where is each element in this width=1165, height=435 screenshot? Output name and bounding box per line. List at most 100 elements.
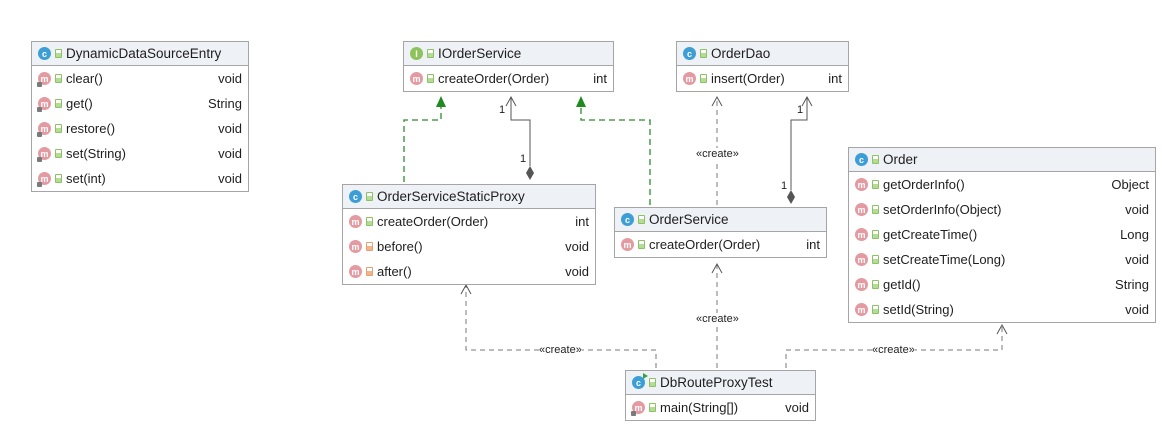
method-signature: main(String[]) [660, 400, 739, 415]
method-row[interactable]: m createOrder(Order) int [404, 66, 613, 91]
method-return-type: String [1115, 277, 1149, 292]
method-return-type: void [565, 264, 589, 279]
public-visibility-icon [872, 230, 879, 239]
composition-line-proxy [505, 95, 531, 166]
method-icon: m [855, 228, 868, 241]
public-visibility-icon [872, 280, 879, 289]
method-signature: getCreateTime() [883, 227, 978, 242]
method-row[interactable]: m main(String[]) void [626, 395, 815, 420]
method-signature: get() [66, 96, 93, 111]
method-row[interactable]: m getId() String [849, 272, 1155, 297]
class-box-order-dao[interactable]: c OrderDao m insert(Order) int [676, 41, 849, 92]
method-row[interactable]: m getOrderInfo() Object [849, 172, 1155, 197]
public-visibility-icon [55, 149, 62, 158]
method-row[interactable]: m getCreateTime() Long [849, 222, 1155, 247]
class-box-order-service[interactable]: c OrderService m createOrder(Order) int [614, 207, 827, 258]
multiplicity-label: 1 [520, 153, 527, 165]
multiplicity-label: 1 [797, 104, 804, 116]
method-row[interactable]: m restore() void [32, 116, 248, 141]
private-visibility-icon [366, 242, 373, 251]
class-header[interactable]: c DynamicDataSourceEntry [32, 42, 248, 66]
public-visibility-icon [638, 240, 645, 249]
method-icon: m [37, 172, 51, 187]
method-icon: m [683, 72, 696, 85]
class-box-order[interactable]: c Order m getOrderInfo() Object m setOrd… [848, 147, 1156, 323]
realization-line-proxy-to-interface [403, 106, 442, 182]
method-row[interactable]: m setId(String) void [849, 297, 1155, 322]
method-signature: getOrderInfo() [883, 177, 965, 192]
method-icon: m [855, 303, 868, 316]
method-return-type: String [208, 96, 242, 111]
method-signature: set(String) [66, 146, 126, 161]
method-row[interactable]: m insert(Order) int [677, 66, 848, 91]
method-row[interactable]: m set(String) void [32, 141, 248, 166]
method-signature: getId() [883, 277, 921, 292]
public-visibility-icon [872, 155, 879, 164]
method-row[interactable]: m get() String [32, 91, 248, 116]
public-visibility-icon [872, 205, 879, 214]
public-visibility-icon [366, 217, 373, 226]
method-signature: before() [377, 239, 423, 254]
method-row[interactable]: m createOrder(Order) int [343, 209, 595, 234]
method-return-type: int [575, 214, 589, 229]
method-return-type: void [1125, 302, 1149, 317]
method-return-type: void [218, 171, 242, 186]
class-name: OrderServiceStaticProxy [377, 189, 525, 204]
class-name: IOrderService [438, 46, 522, 61]
class-header[interactable]: I IOrderService [404, 42, 613, 66]
class-header[interactable]: c OrderService [615, 208, 826, 232]
multiplicity-label: 1 [781, 180, 788, 192]
class-name: Order [883, 152, 918, 167]
class-box-dynamic-data-source-entry[interactable]: c DynamicDataSourceEntry m clear() void … [31, 41, 249, 192]
method-return-type: void [1125, 202, 1149, 217]
method-signature: setCreateTime(Long) [883, 252, 1006, 267]
method-icon: m [37, 97, 51, 112]
method-signature: set(int) [66, 171, 106, 186]
public-visibility-icon [638, 215, 645, 224]
class-name: OrderDao [711, 46, 771, 61]
interface-box-iorder-service[interactable]: I IOrderService m createOrder(Order) int [403, 41, 614, 92]
method-icon: m [621, 238, 634, 251]
method-row[interactable]: m set(int) void [32, 166, 248, 191]
composition-diamond-proxy [526, 166, 534, 180]
class-box-db-route-proxy-test[interactable]: c DbRouteProxyTest m main(String[]) void [625, 370, 816, 421]
class-name: DbRouteProxyTest [660, 375, 773, 390]
method-row[interactable]: m createOrder(Order) int [615, 232, 826, 257]
method-row[interactable]: m setOrderInfo(Object) void [849, 197, 1155, 222]
class-header[interactable]: c OrderServiceStaticProxy [343, 185, 595, 209]
class-header[interactable]: c Order [849, 148, 1155, 172]
multiplicity-label: 1 [499, 104, 506, 116]
method-icon: m [855, 278, 868, 291]
method-row[interactable]: m after() void [343, 259, 595, 284]
public-visibility-icon [872, 180, 879, 189]
method-icon: m [37, 72, 51, 87]
method-row[interactable]: m before() void [343, 234, 595, 259]
private-visibility-icon [366, 267, 373, 276]
method-icon: m [349, 215, 362, 228]
class-box-order-service-static-proxy[interactable]: c OrderServiceStaticProxy m createOrder(… [342, 184, 596, 285]
composition-line-service [790, 95, 813, 190]
class-header[interactable]: c DbRouteProxyTest [626, 371, 815, 395]
method-icon: m [349, 240, 362, 253]
method-row[interactable]: m clear() void [32, 66, 248, 91]
method-return-type: Long [1120, 227, 1149, 242]
public-visibility-icon [700, 74, 707, 83]
method-signature: createOrder(Order) [377, 214, 489, 229]
method-row[interactable]: m setCreateTime(Long) void [849, 247, 1155, 272]
method-icon: m [855, 203, 868, 216]
method-icon: m [37, 147, 51, 162]
class-icon: c [349, 190, 362, 203]
method-return-type: void [218, 71, 242, 86]
realization-line-service-to-interface [580, 106, 651, 205]
public-visibility-icon [55, 124, 62, 133]
class-icon: c [38, 47, 51, 60]
class-header[interactable]: c OrderDao [677, 42, 848, 66]
public-visibility-icon [55, 49, 62, 58]
method-icon: m [349, 265, 362, 278]
class-name: OrderService [649, 212, 729, 227]
create-stereotype-label: «create» [872, 344, 915, 356]
method-signature: setId(String) [883, 302, 954, 317]
class-icon: c [855, 153, 868, 166]
method-signature: setOrderInfo(Object) [883, 202, 1002, 217]
method-icon: m [37, 122, 51, 137]
